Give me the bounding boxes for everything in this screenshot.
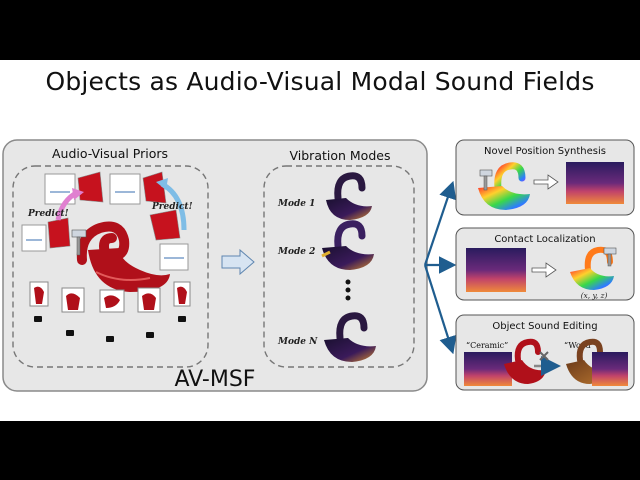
priors-panel [12, 165, 209, 368]
app1-arrow [533, 174, 559, 190]
impact-hammer-icon [71, 229, 87, 256]
slide-title: Objects as Audio-Visual Modal Sound Fiel… [45, 67, 595, 96]
spectrogram-app2 [466, 248, 526, 292]
letterbox-bottom [0, 421, 640, 480]
predict-label-left: Predict! [27, 209, 69, 219]
mode-1-swan [326, 172, 372, 220]
app2-arrow [531, 262, 557, 278]
diagram: Audio-Visual Priors Predict! Predict! [2, 139, 635, 392]
source-material-label: “Ceramic” [466, 341, 508, 350]
modes-panel [263, 165, 415, 368]
camera-icons [34, 316, 186, 342]
priors-to-modes-arrow [221, 248, 255, 276]
impact-hammer-icon-app1 [479, 169, 493, 191]
app-title-novel-position: Novel Position Synthesis [484, 146, 606, 157]
mode-label-n: Mode N [277, 337, 318, 347]
slide: Objects as Audio-Visual Modal Sound Fiel… [0, 60, 640, 421]
av-msf-label: AV-MSF [175, 367, 256, 392]
edit-arrow-icon [534, 351, 561, 376]
swan-object-red [76, 221, 170, 292]
letterbox-top [0, 0, 640, 60]
predict-label-right: Predict! [151, 202, 193, 212]
priors-title: Audio-Visual Priors [52, 146, 168, 161]
mode-label-2: Mode 2 [277, 247, 315, 257]
app-title-contact-localization: Contact Localization [494, 234, 595, 245]
app-title-sound-editing: Object Sound Editing [492, 321, 597, 332]
ellipsis-dots [345, 279, 351, 301]
spectrogram-app3-right [592, 352, 628, 386]
mode-n-swan [324, 312, 376, 362]
impact-hammer-icon-app2 [603, 247, 617, 267]
camera-views [29, 281, 191, 313]
mode-label-1: Mode 1 [277, 199, 315, 209]
spectrogram-app3-left [464, 352, 512, 386]
mode-2-swan [321, 220, 374, 270]
coord-label: (x, y, z) [581, 291, 608, 300]
application-arrows [423, 180, 457, 355]
ceramic-swan [504, 338, 546, 384]
spectrogram-app1 [566, 162, 624, 204]
modes-title: Vibration Modes [290, 148, 391, 163]
rainbow-swan [478, 162, 530, 210]
